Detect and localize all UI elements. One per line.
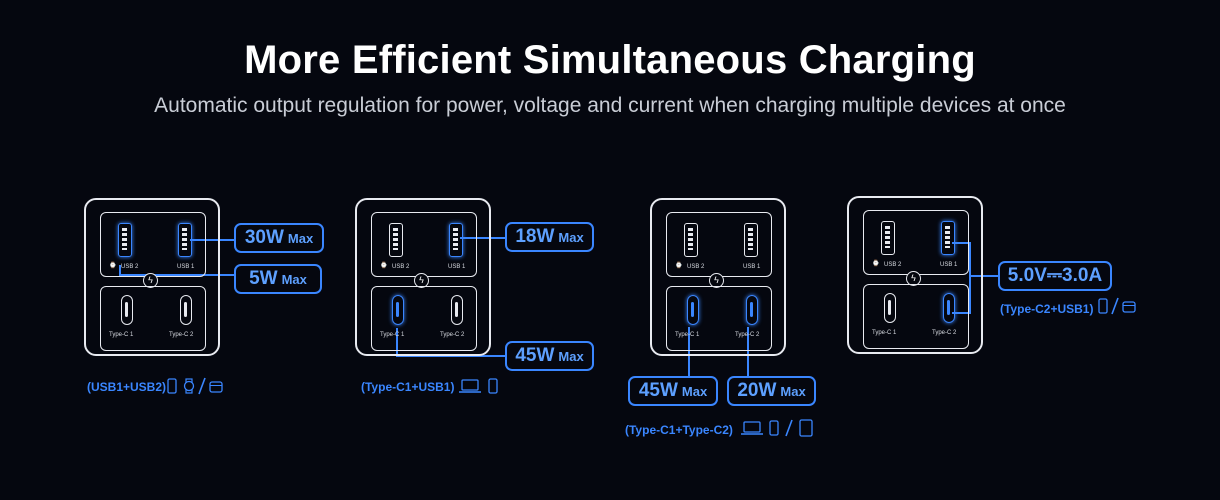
usb-a-module: USB 2 USB 1 ⌚ <box>100 212 206 277</box>
max-label: Max <box>287 230 314 246</box>
phone-icon <box>769 420 779 436</box>
max-label: Max <box>780 383 806 399</box>
usb1-port <box>941 221 955 255</box>
usb2-port <box>118 223 132 257</box>
output-value: 5.0V⎓3.0A <box>1007 265 1103 286</box>
connector-combined <box>952 242 998 314</box>
combo-caption: (Type-C2+USB1) <box>1000 302 1094 316</box>
watch-icon: ⌚ <box>675 263 683 269</box>
watch-icon: ⌚ <box>380 263 388 269</box>
usb2-label: USB 2 <box>121 264 139 270</box>
max-label: Max <box>558 229 584 245</box>
typec1-port <box>392 295 404 325</box>
usb1-port <box>178 223 192 257</box>
typec1-label: Type-C 1 <box>109 332 134 338</box>
type-c-module: Type-C 1 Type-C 2 <box>100 286 206 351</box>
typec1-label: Type-C 1 <box>872 330 897 336</box>
typec2-port <box>180 295 192 325</box>
tablet-icon <box>799 419 813 437</box>
usb1-port <box>744 223 758 257</box>
typec2-port <box>943 293 955 323</box>
usb2-port <box>881 221 895 255</box>
watch-icon: ⌚ <box>872 261 880 267</box>
typec2-port <box>451 295 463 325</box>
usb2-label: USB 2 <box>687 264 705 270</box>
output-badge-usb1: 5W Max <box>234 264 322 294</box>
charger-3: USB 2 USB 1 ⌚ ϟ Type-C 1 Type-C 2 <box>650 198 786 356</box>
laptop-icon <box>741 421 763 435</box>
max-label: Max <box>558 348 584 364</box>
type-c-module: Type-C 1 Type-C 2 <box>666 286 772 351</box>
phone-icon <box>167 378 177 394</box>
earbuds-case-icon <box>209 381 223 393</box>
typec1-label: Type-C 1 <box>675 332 700 338</box>
connector-usb2 <box>119 265 234 276</box>
usb2-port <box>389 223 403 257</box>
usb-a-module: USB 2 USB 1 ⌚ <box>371 212 477 277</box>
usb2-label: USB 2 <box>392 264 410 270</box>
output-badge-usb2: 30W Max <box>234 223 324 253</box>
output-badge-usb1: 18W Max <box>505 222 594 252</box>
typec1-label: Type-C 1 <box>380 332 405 338</box>
charger-1: USB 2 USB 1 ⌚ ϟ Type-C 1 Type-C 2 <box>84 198 220 356</box>
max-label: Max <box>681 383 708 399</box>
phone-icon <box>1098 298 1108 314</box>
output-value: 45W <box>515 345 555 366</box>
output-badge-typec2: 20W Max <box>727 376 816 406</box>
lightning-icon: ϟ <box>709 273 724 288</box>
output-value: 20W <box>737 380 777 401</box>
usb2-port <box>684 223 698 257</box>
lightning-icon: ϟ <box>906 271 921 286</box>
output-value: 18W <box>515 226 555 247</box>
combo-caption: (Type-C1+Type-C2) <box>625 423 733 437</box>
slash-separator <box>198 377 206 395</box>
typec2-label: Type-C 2 <box>932 330 957 336</box>
type-c-module: Type-C 1 Type-C 2 <box>371 286 477 351</box>
output-value: 45W <box>638 380 678 401</box>
usb2-label: USB 2 <box>884 262 902 268</box>
usb1-label: USB 1 <box>743 264 761 270</box>
usb-a-module: USB 2 USB 1 ⌚ <box>666 212 772 277</box>
typec1-port <box>687 295 699 325</box>
usb1-label: USB 1 <box>448 264 466 270</box>
usb1-label: USB 1 <box>940 262 958 268</box>
output-value: 5W <box>249 268 278 289</box>
lightning-icon: ϟ <box>414 273 429 288</box>
typec2-port <box>746 295 758 325</box>
output-badge-combined: 5.0V⎓3.0A <box>998 261 1112 291</box>
lightning-icon: ϟ <box>143 273 158 288</box>
typec2-label: Type-C 2 <box>735 332 760 338</box>
typec2-label: Type-C 2 <box>440 332 465 338</box>
combo-caption: (Type-C1+USB1) <box>361 380 455 394</box>
phone-icon <box>488 378 498 394</box>
typec1-port <box>121 295 133 325</box>
laptop-icon <box>459 379 481 393</box>
usb1-port <box>449 223 463 257</box>
charger-4: USB 2 USB 1 ⌚ ϟ Type-C 1 Type-C 2 <box>847 196 983 354</box>
combo-caption: (USB1+USB2) <box>87 380 167 394</box>
connector-typec1 <box>396 328 505 357</box>
output-badge-typec1: 45W Max <box>628 376 718 406</box>
typec2-label: Type-C 2 <box>169 332 194 338</box>
watch-icon: ⌚ <box>109 263 117 269</box>
type-c-module: Type-C 1 Type-C 2 <box>863 284 969 349</box>
earbuds-case-icon <box>1122 301 1136 313</box>
slash-separator <box>785 419 793 437</box>
slash-separator <box>1111 297 1119 315</box>
output-value: 30W <box>244 227 284 248</box>
typec1-port <box>884 293 896 323</box>
watch-icon <box>183 378 195 394</box>
output-badge-typec1: 45W Max <box>505 341 594 371</box>
usb-a-module: USB 2 USB 1 ⌚ <box>863 210 969 275</box>
max-label: Max <box>281 271 307 287</box>
page-subtitle: Automatic output regulation for power, v… <box>154 94 1066 117</box>
page-title: More Efficient Simultaneous Charging <box>244 38 976 82</box>
usb1-label: USB 1 <box>177 264 195 270</box>
charger-2: USB 2 USB 1 ⌚ ϟ Type-C 1 Type-C 2 <box>355 198 491 356</box>
